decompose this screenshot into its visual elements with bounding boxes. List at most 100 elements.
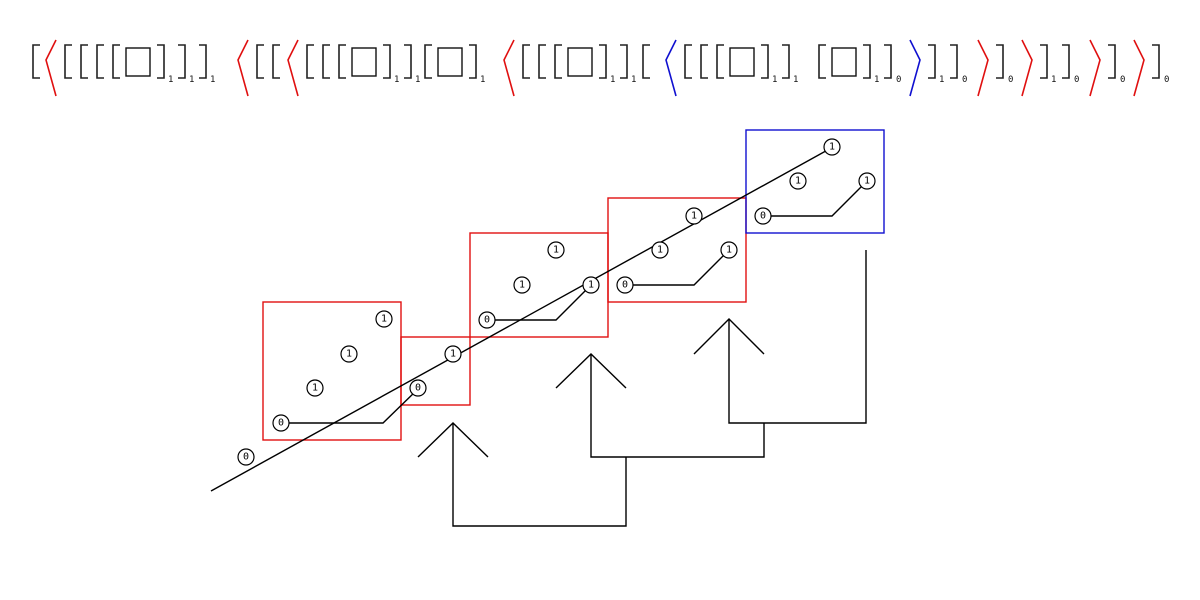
node-one: 1 xyxy=(685,207,703,225)
right-bracket xyxy=(950,44,958,79)
arrow-connector xyxy=(728,250,867,424)
right-bracket xyxy=(782,44,790,79)
right-bracket xyxy=(761,44,769,79)
node-one: 1 xyxy=(375,310,393,328)
left-bracket xyxy=(538,44,546,79)
left-bracket xyxy=(716,44,724,79)
red-box-4 xyxy=(607,197,747,303)
node-one: 1 xyxy=(720,241,738,259)
highlight-boxes xyxy=(262,129,885,441)
left-bracket xyxy=(818,44,826,79)
left-bracket xyxy=(64,44,72,79)
empty-box xyxy=(567,47,593,77)
left-bracket xyxy=(338,44,346,79)
node-one: 1 xyxy=(858,172,876,190)
node-one: 1 xyxy=(651,241,669,259)
subscript: 0 xyxy=(962,75,967,85)
red-open-paren xyxy=(45,39,57,97)
empty-box xyxy=(831,47,857,77)
subscript: 1 xyxy=(772,75,777,85)
red-open-paren xyxy=(237,39,249,97)
node-one: 1 xyxy=(306,379,324,397)
node-zero: 0 xyxy=(478,311,496,329)
red-open-paren xyxy=(503,39,515,97)
red-open-paren xyxy=(287,39,299,97)
right-bracket xyxy=(863,44,871,79)
arrow-connectors xyxy=(417,250,867,527)
left-bracket xyxy=(554,44,562,79)
right-bracket xyxy=(599,44,607,79)
left-bracket xyxy=(522,44,530,79)
subscript: 1 xyxy=(189,75,194,85)
red-close-paren xyxy=(977,39,989,97)
branch-edge xyxy=(281,388,419,424)
left-bracket xyxy=(32,44,40,79)
svg-text:0: 0 xyxy=(484,315,490,326)
blue-open-paren xyxy=(665,39,677,97)
subscript: 1 xyxy=(480,75,485,85)
subscript: 1 xyxy=(793,75,798,85)
left-bracket xyxy=(272,44,280,79)
node-one: 1 xyxy=(513,276,531,294)
subscript: 1 xyxy=(394,75,399,85)
red-close-paren xyxy=(1133,39,1145,97)
right-bracket xyxy=(620,44,628,79)
node-zero: 0 xyxy=(409,379,427,397)
svg-text:1: 1 xyxy=(588,280,594,291)
svg-text:0: 0 xyxy=(278,418,284,429)
empty-box xyxy=(437,47,463,77)
node-one: 1 xyxy=(547,241,565,259)
branch-edge xyxy=(763,180,868,217)
blue-close-paren xyxy=(909,39,921,97)
svg-text:1: 1 xyxy=(346,349,352,360)
right-bracket xyxy=(1152,44,1160,79)
svg-text:0: 0 xyxy=(760,211,766,222)
svg-text:1: 1 xyxy=(312,383,318,394)
subscript: 1 xyxy=(631,75,636,85)
right-bracket xyxy=(1040,44,1048,79)
svg-text:1: 1 xyxy=(726,245,732,256)
right-bracket xyxy=(178,44,186,79)
right-bracket xyxy=(157,44,165,79)
svg-text:1: 1 xyxy=(691,211,697,222)
red-close-paren xyxy=(1021,39,1033,97)
svg-text:0: 0 xyxy=(415,383,421,394)
left-bracket xyxy=(112,44,120,79)
left-bracket xyxy=(642,44,650,79)
svg-text:1: 1 xyxy=(450,349,456,360)
subscript: 1 xyxy=(415,75,420,85)
arrow-connector xyxy=(452,423,627,527)
subscript: 0 xyxy=(1074,75,1079,85)
subscript: 1 xyxy=(610,75,615,85)
red-box-2 xyxy=(400,336,471,406)
subscript: 0 xyxy=(896,75,901,85)
right-bracket xyxy=(996,44,1004,79)
subscript: 0 xyxy=(1120,75,1125,85)
svg-text:1: 1 xyxy=(553,245,559,256)
branch-edge xyxy=(625,249,730,286)
node-zero: 0 xyxy=(754,207,772,225)
svg-text:0: 0 xyxy=(243,452,249,463)
empty-box xyxy=(729,47,755,77)
spine-edge xyxy=(210,146,834,492)
tree-nodes: 0 0 1 1 1 0 1 0 1 1 1 0 1 1 1 0 1 1 1 xyxy=(237,138,876,466)
svg-text:1: 1 xyxy=(829,142,835,153)
node-zero: 0 xyxy=(272,414,290,432)
svg-text:1: 1 xyxy=(657,245,663,256)
right-bracket xyxy=(1062,44,1070,79)
left-bracket xyxy=(322,44,330,79)
tree-edges xyxy=(210,146,868,492)
empty-box xyxy=(351,47,377,77)
subscript: 0 xyxy=(1164,75,1169,85)
node-one: 1 xyxy=(582,276,600,294)
left-bracket xyxy=(684,44,692,79)
left-bracket xyxy=(424,44,432,79)
right-bracket xyxy=(928,44,936,79)
right-bracket xyxy=(884,44,892,79)
left-bracket xyxy=(256,44,264,79)
right-bracket xyxy=(1108,44,1116,79)
branch-edge xyxy=(487,284,592,321)
svg-text:0: 0 xyxy=(622,280,628,291)
node-zero: 0 xyxy=(237,448,255,466)
